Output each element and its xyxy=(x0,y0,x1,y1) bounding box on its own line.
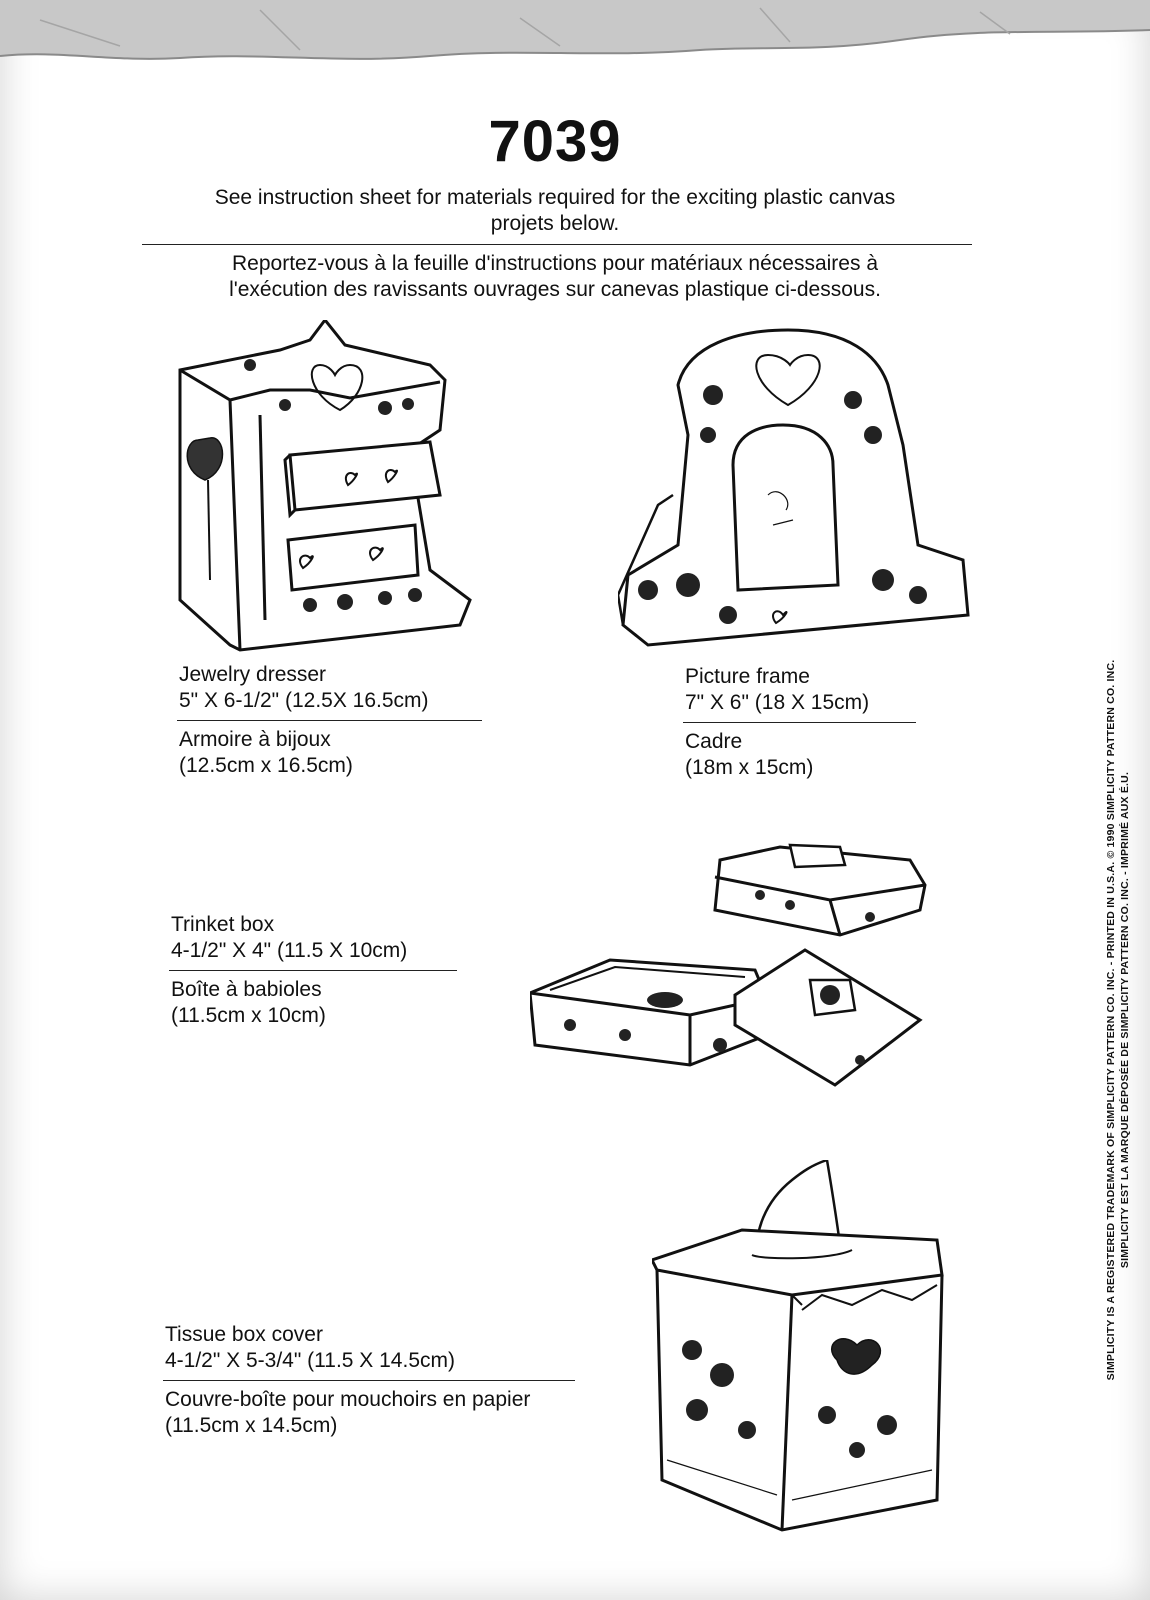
intro-english-line-2: projets below. xyxy=(490,212,620,235)
picture-frame-size-fr: (18m x 15cm) xyxy=(685,756,814,779)
jewelry-dresser-size-fr: (12.5cm x 16.5cm) xyxy=(179,754,353,777)
caption-trinket-box-fr: Boîte à babioles (11.5cm x 10cm) xyxy=(171,977,326,1029)
jewelry-dresser-name-en: Jewelry dresser xyxy=(179,663,327,686)
intro-english: See instruction sheet for materials requ… xyxy=(130,185,980,237)
picture-frame-divider xyxy=(683,722,916,723)
caption-tissue-box-cover: Tissue box cover 4-1/2" X 5-3/4" (11.5 X… xyxy=(165,1322,455,1374)
pattern-number: 7039 xyxy=(488,109,622,174)
jewelry-dresser-divider xyxy=(177,720,482,721)
envelope-crumpled-edge xyxy=(0,0,1150,60)
tissue-box-cover-size-fr: (11.5cm x 14.5cm) xyxy=(165,1414,338,1437)
intro-french-line-1: Reportez-vous à la feuille d'instruction… xyxy=(232,252,878,275)
caption-picture-frame-fr: Cadre (18m x 15cm) xyxy=(685,729,813,781)
trademark-notice: SIMPLICITY IS A REGISTERED TRADEMARK OF … xyxy=(1104,640,1132,1400)
intro-english-line-1: See instruction sheet for materials requ… xyxy=(214,186,896,209)
trinket-box-divider xyxy=(169,970,457,971)
tissue-box-cover-divider xyxy=(163,1380,575,1381)
trademark-notice-line-2: SIMPLICITY EST LA MARQUE DÉPOSÉE DE SIMP… xyxy=(1119,771,1131,1269)
tissue-box-cover-drawing xyxy=(652,1160,957,1535)
jewelry-dresser-name-fr: Armoire à bijoux xyxy=(179,728,331,751)
caption-tissue-box-cover-fr: Couvre-boîte pour mouchoirs en papier (1… xyxy=(165,1387,530,1439)
trinket-box-name-en: Trinket box xyxy=(171,913,275,936)
trinket-box-drawing xyxy=(530,835,950,1115)
tissue-box-cover-name-en: Tissue box cover xyxy=(165,1323,323,1346)
trinket-box-size-fr: (11.5cm x 10cm) xyxy=(171,1004,326,1027)
intro-french: Reportez-vous à la feuille d'instruction… xyxy=(130,251,980,303)
picture-frame-name-en: Picture frame xyxy=(685,665,810,688)
intro-divider xyxy=(142,244,972,245)
picture-frame-drawing xyxy=(618,325,978,660)
trademark-notice-line-1: SIMPLICITY IS A REGISTERED TRADEMARK OF … xyxy=(1105,659,1117,1381)
trinket-box-name-fr: Boîte à babioles xyxy=(171,978,322,1001)
jewelry-dresser-drawing xyxy=(170,320,490,665)
jewelry-dresser-size-en: 5" X 6-1/2" (12.5X 16.5cm) xyxy=(179,689,429,712)
caption-jewelry-dresser-fr: Armoire à bijoux (12.5cm x 16.5cm) xyxy=(179,727,353,779)
caption-trinket-box: Trinket box 4-1/2" X 4" (11.5 X 10cm) xyxy=(171,912,407,964)
tissue-box-cover-name-fr: Couvre-boîte pour mouchoirs en papier xyxy=(165,1388,531,1411)
tissue-box-cover-size-en: 4-1/2" X 5-3/4" (11.5 X 14.5cm) xyxy=(165,1349,455,1372)
intro-french-line-2: l'exécution des ravissants ouvrages sur … xyxy=(229,278,881,301)
caption-jewelry-dresser: Jewelry dresser 5" X 6-1/2" (12.5X 16.5c… xyxy=(179,662,429,714)
caption-picture-frame: Picture frame 7" X 6" (18 X 15cm) xyxy=(685,664,869,716)
trinket-box-size-en: 4-1/2" X 4" (11.5 X 10cm) xyxy=(171,939,408,962)
picture-frame-size-en: 7" X 6" (18 X 15cm) xyxy=(685,691,870,714)
picture-frame-name-fr: Cadre xyxy=(685,730,743,753)
